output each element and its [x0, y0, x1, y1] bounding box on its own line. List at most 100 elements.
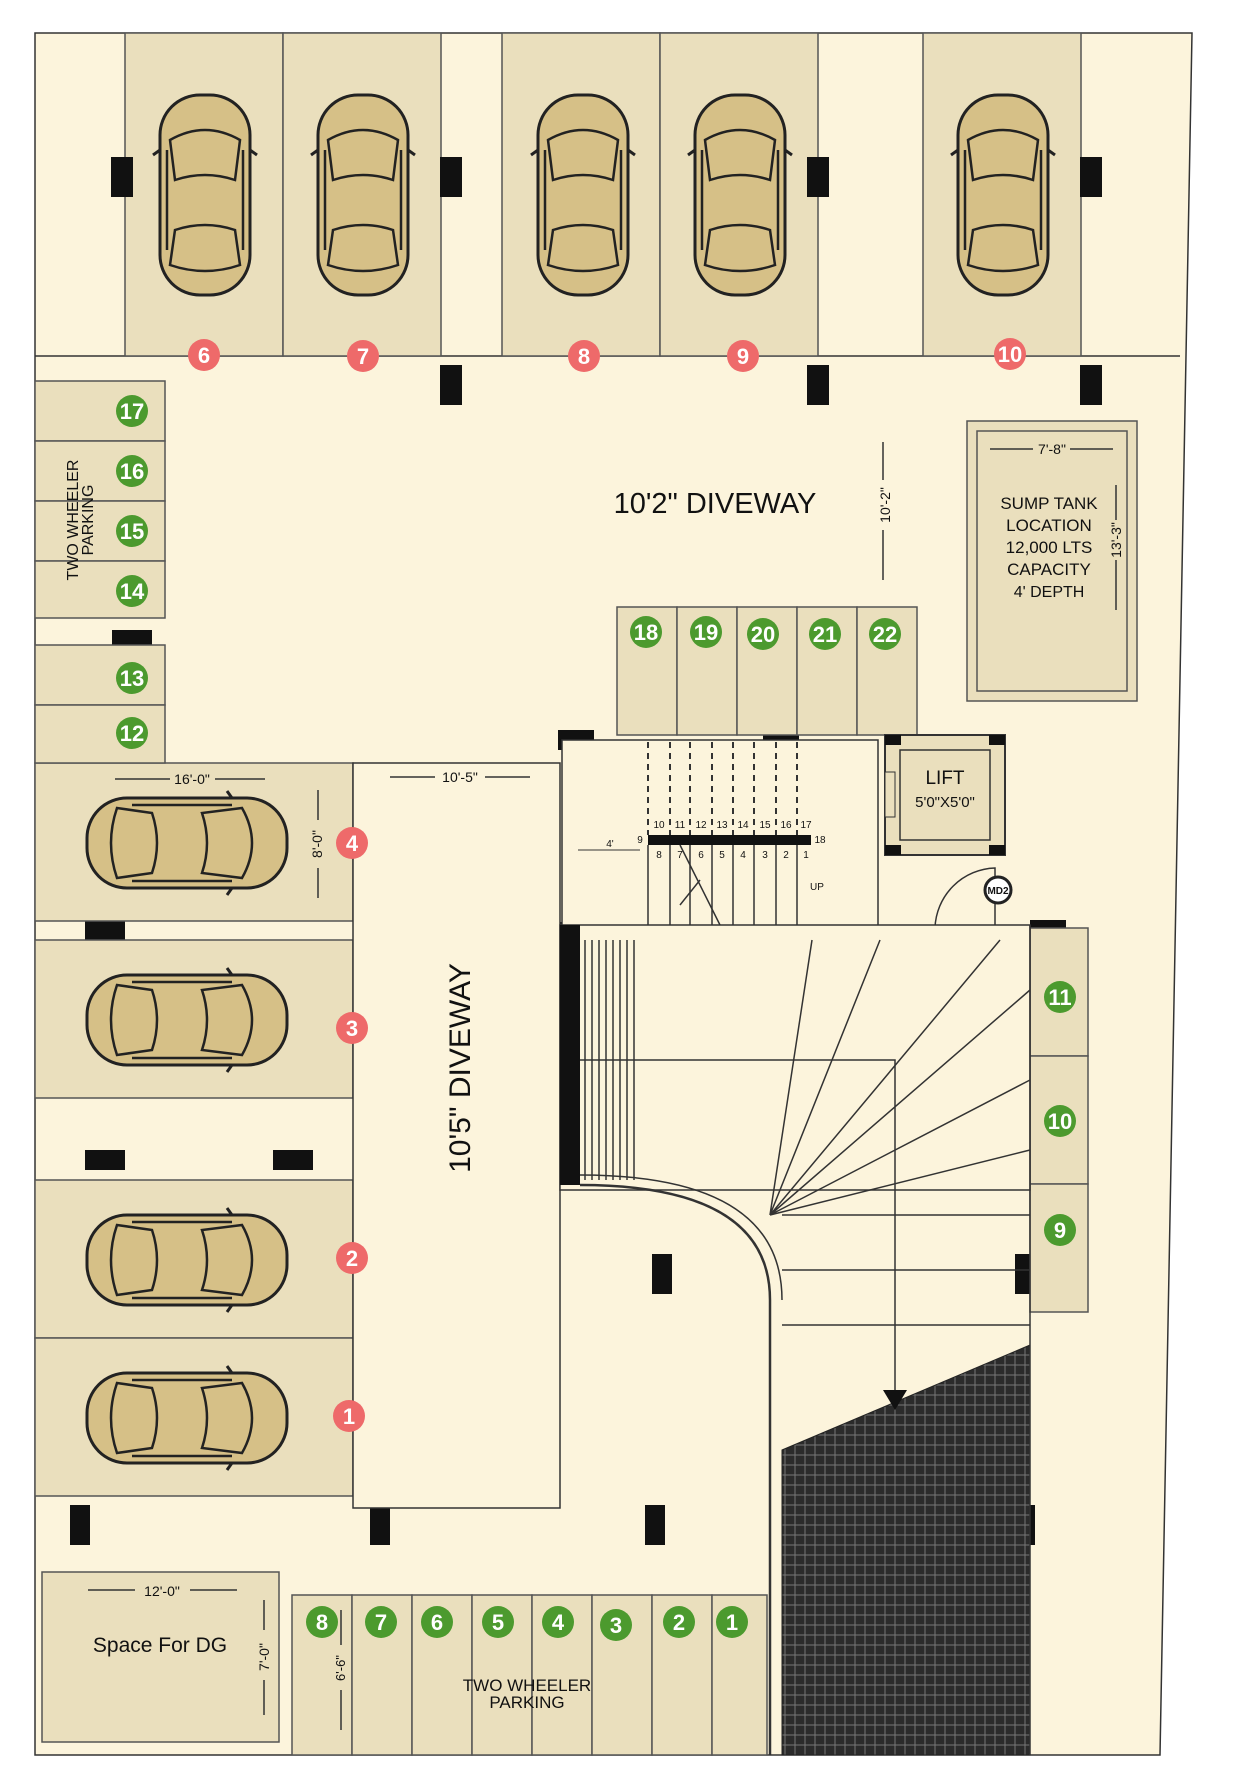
tw-number: 11	[1048, 985, 1071, 1010]
top-car-badges: 6 7 8 9 10	[188, 338, 1026, 372]
two-wheeler-left-label-line2: PARKING	[80, 485, 97, 556]
tw-number: 16	[120, 459, 144, 484]
tw-number: 2	[673, 1610, 685, 1635]
dimension-lines	[88, 442, 1117, 1730]
tw-number: 4	[552, 1610, 565, 1635]
stair-step-number: 2	[783, 850, 789, 861]
dg-space	[41, 1571, 280, 1743]
driveway-left-dimension: 10'-5"	[442, 769, 478, 785]
ramp-stair-lower	[559, 924, 1031, 1756]
driveway-island	[352, 762, 561, 1509]
car-badge	[568, 340, 600, 372]
stair-step-number: 5	[719, 850, 725, 861]
sump-line-3: 12,000 LTS	[1006, 538, 1093, 557]
tw-number: 7	[375, 1610, 387, 1635]
tw-number: 3	[610, 1613, 622, 1638]
driveway-top-dimension: 10'-2"	[877, 487, 893, 523]
car-badge	[336, 1242, 368, 1274]
tw-number: 10	[1048, 1109, 1072, 1134]
tw-number: 18	[634, 620, 658, 645]
tw-number: 15	[120, 519, 144, 544]
driveway-left-label: 10'5" DIVEWAY	[444, 963, 477, 1173]
tw-number: 12	[120, 721, 144, 746]
car-badge	[727, 340, 759, 372]
stair-numbers: 10 11 12 13 14 15 16 17 8 7 6 5 4 3 2 1 …	[606, 820, 826, 893]
two-wheeler-left-slots	[34, 380, 166, 764]
car-badge	[994, 338, 1026, 370]
tw-number: 17	[120, 399, 144, 424]
tw-number: 19	[694, 620, 718, 645]
sump-line-4: CAPACITY	[1007, 560, 1091, 579]
tw-number: 8	[316, 1610, 328, 1635]
stair-step-number: 10	[653, 820, 665, 831]
car-number: 7	[357, 344, 369, 369]
car-badge	[336, 1012, 368, 1044]
stair-step-number: 12	[695, 820, 707, 831]
car-number: 9	[737, 344, 749, 369]
stair-core	[561, 739, 879, 941]
tw-number: 22	[873, 622, 897, 647]
door-swing	[934, 867, 996, 929]
car-number: 6	[198, 343, 210, 368]
two-wheeler-bottom-label-line1: TWO WHEELER	[463, 1676, 591, 1695]
driveway-top-label: 10'2" DIVEWAY	[614, 488, 817, 520]
stair-step-number: 3	[762, 850, 768, 861]
lift-label: LIFT	[925, 768, 964, 789]
tw-slot-depth: 6'-6"	[333, 1655, 348, 1681]
sump-height: 13'-3"	[1108, 522, 1124, 558]
stair-step-number: 16	[780, 820, 792, 831]
stair-up-label: UP	[810, 882, 824, 893]
two-wheeler-bottom-slots	[291, 1594, 768, 1756]
stair-step-number: 1	[803, 850, 809, 861]
sump-width: 7'-8"	[1038, 441, 1066, 457]
tw-number: 20	[751, 622, 775, 647]
car-number: 8	[578, 344, 590, 369]
tw-number: 21	[813, 622, 837, 647]
stair-step-number: 14	[737, 820, 749, 831]
tw-number: 6	[431, 1610, 443, 1635]
tw-number: 9	[1054, 1218, 1066, 1243]
dg-height: 7'-0"	[256, 1643, 272, 1671]
sump-line-5: 4' DEPTH	[1014, 584, 1085, 601]
two-wheeler-right-slots	[1029, 927, 1089, 1313]
sump-tank	[966, 420, 1138, 702]
car-badge	[333, 1400, 365, 1432]
two-wheeler-bottom-label-line2: PARKING	[489, 1693, 564, 1712]
stair-step-number: 13	[716, 820, 728, 831]
car-number: 1	[343, 1404, 355, 1429]
car-slot-width: 16'-0"	[174, 771, 210, 787]
door-tag	[983, 875, 1013, 905]
two-wheeler-badges: 17 16 15 14 13 12 18 19 20 21 22 11 10 9…	[116, 395, 1076, 1641]
lift-box	[884, 734, 1006, 856]
stair-step-number: 17	[800, 820, 812, 831]
stair-step-number: 6	[698, 850, 704, 861]
sump-line-2: LOCATION	[1006, 516, 1092, 535]
tw-number: 13	[120, 666, 144, 691]
dg-width: 12'-0"	[144, 1583, 180, 1599]
stair-step-number: 15	[759, 820, 771, 831]
car-badge	[347, 340, 379, 372]
landing-dimension: 4'	[606, 839, 614, 850]
car-slot-depth: 8'-0"	[309, 830, 325, 858]
stair-step-number: 11	[675, 820, 686, 831]
left-car-badges: 4 3 2 1	[333, 827, 368, 1432]
car-number: 10	[998, 342, 1022, 367]
sump-line-1: SUMP TANK	[1000, 494, 1098, 513]
stair-step-number: 18	[814, 835, 826, 846]
two-wheeler-left-label-line1: TWO WHEELER	[65, 460, 82, 581]
stair-step-number: 7	[677, 850, 683, 861]
tw-number: 14	[120, 579, 145, 604]
stair-step-number: 9	[637, 835, 643, 846]
car-number: 2	[346, 1246, 358, 1271]
lift-size: 5'0"X5'0"	[915, 794, 975, 811]
stair-step-number: 8	[656, 850, 662, 861]
tw-number: 5	[492, 1610, 504, 1635]
car-number: 3	[346, 1016, 358, 1041]
car-number: 4	[346, 831, 359, 856]
car-badge	[336, 827, 368, 859]
stair-step-number: 4	[740, 850, 746, 861]
car-badge	[188, 339, 220, 371]
dg-label: Space For DG	[93, 1634, 227, 1657]
door-label: MD2	[987, 886, 1009, 897]
